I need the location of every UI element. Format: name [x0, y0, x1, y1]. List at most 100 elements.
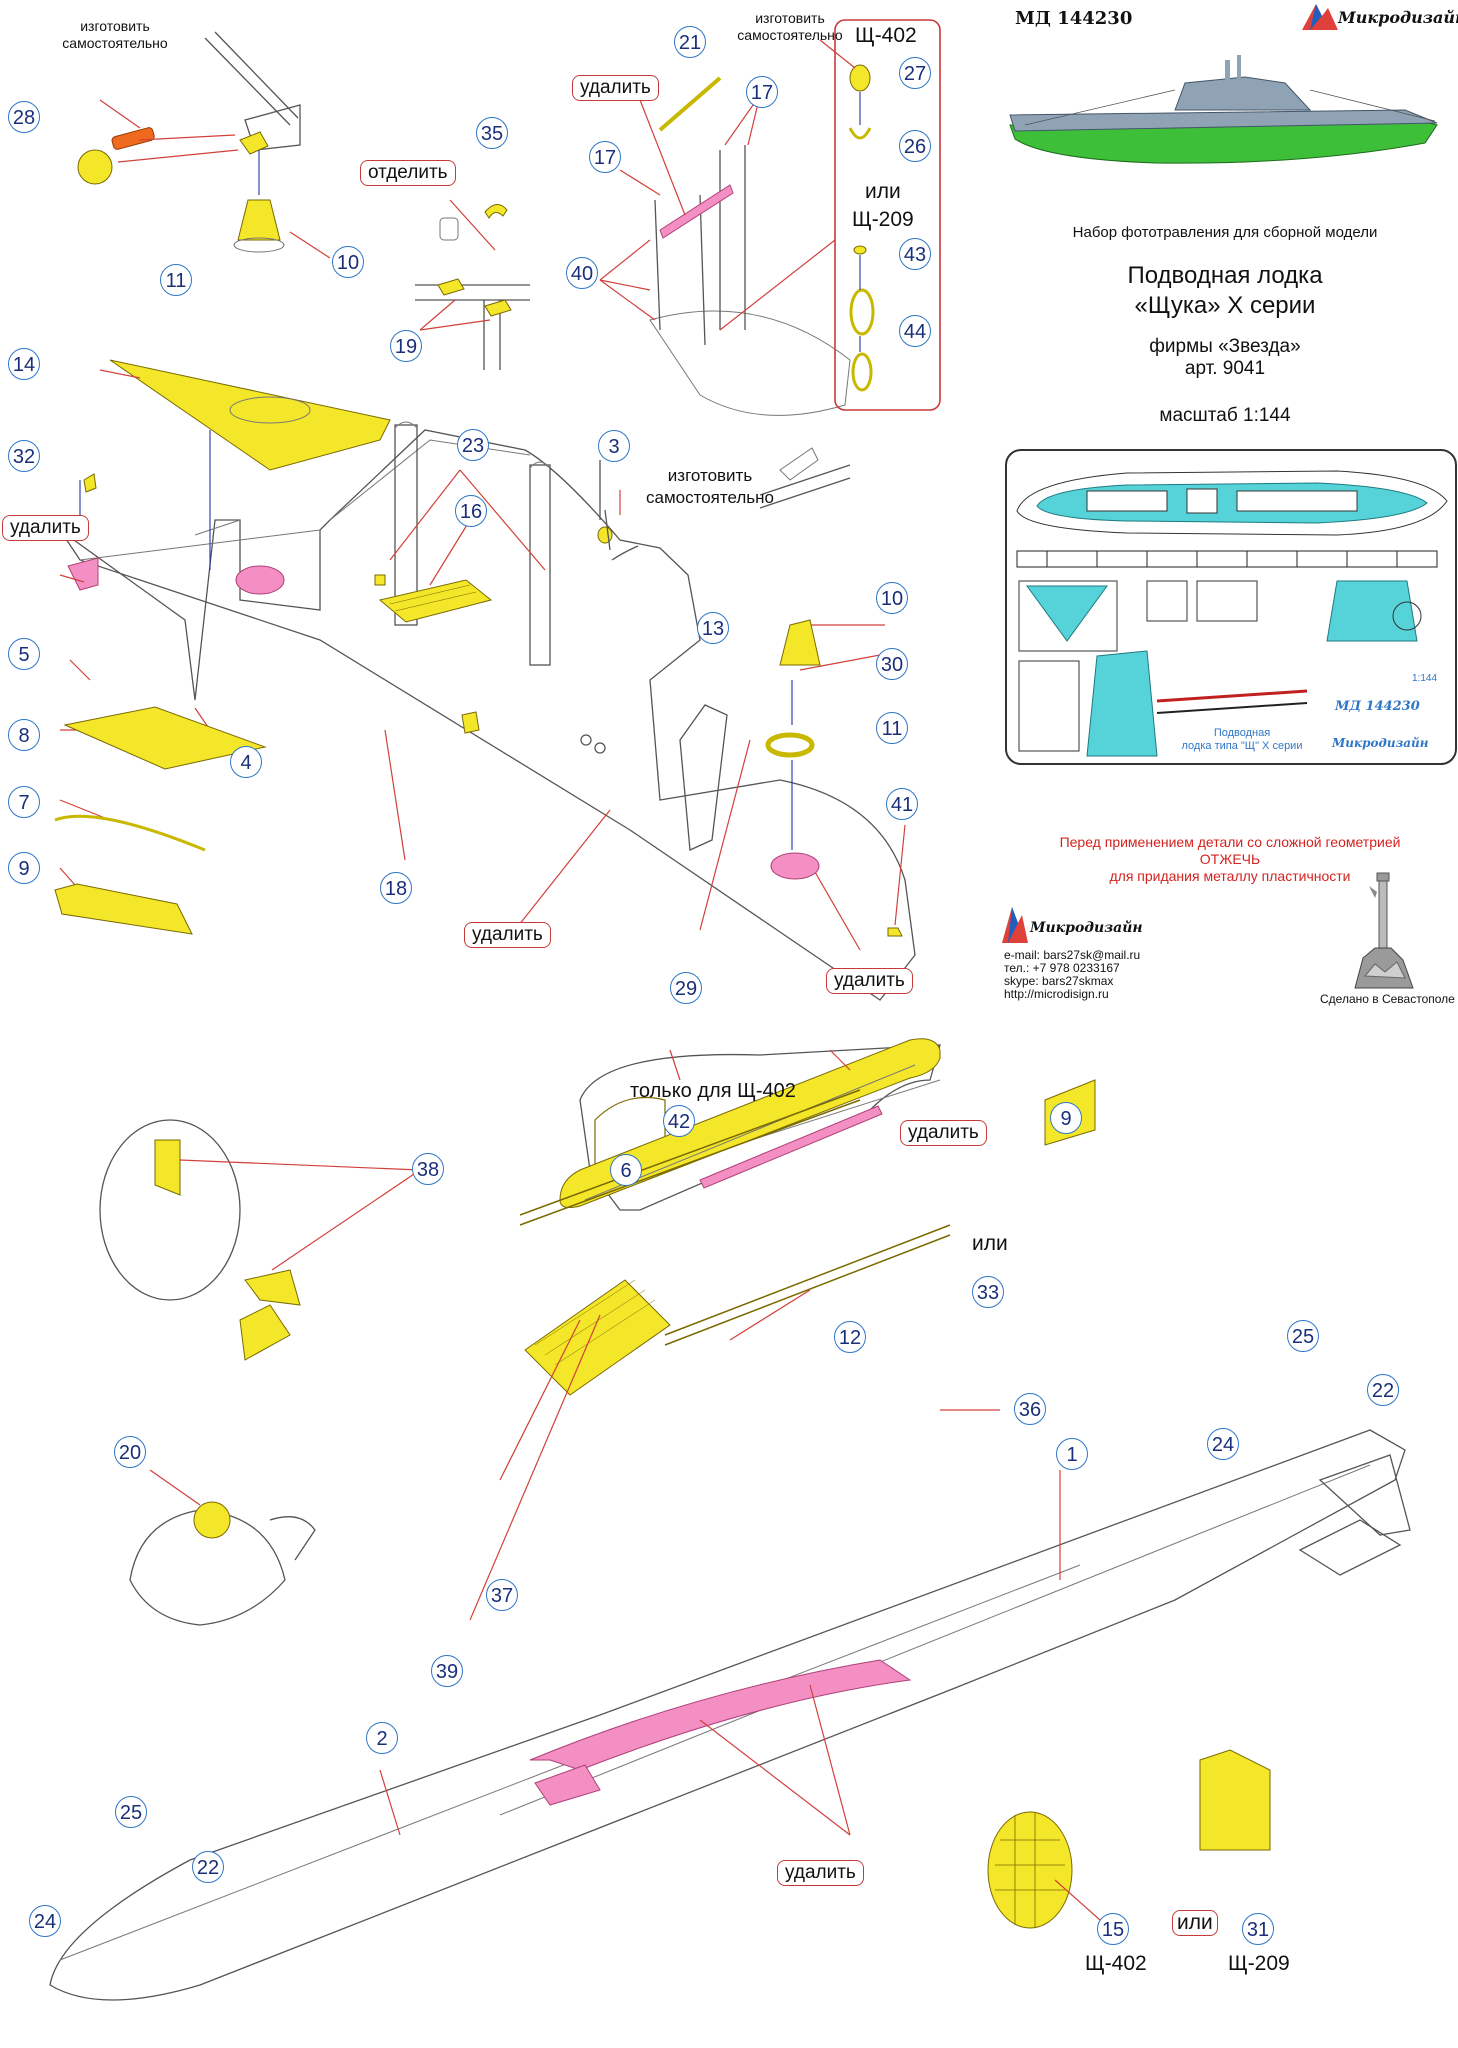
kit-maker: фирмы «Звезда» — [1149, 336, 1301, 357]
contacts-phone: тел.: +7 978 0233167 — [1004, 961, 1120, 975]
callout-26: 26 — [899, 130, 931, 162]
callout-21: 21 — [674, 26, 706, 58]
note-remove-3: удалить — [464, 922, 551, 948]
callout-20: 20 — [114, 1436, 146, 1468]
bridge-rails — [599, 19, 941, 416]
callout-8: 8 — [8, 719, 40, 751]
callout-39: 39 — [431, 1655, 463, 1687]
or-middle: или — [972, 1232, 1008, 1255]
callout-10b: 10 — [876, 582, 908, 614]
note-make-yourself-2: изготовить самостоятельно — [737, 10, 843, 43]
warning-line1: Перед применением детали со сложной геом… — [1059, 834, 1401, 850]
callout-22a: 22 — [1367, 1374, 1399, 1406]
sheet-brand: Микродизайн — [1332, 736, 1429, 750]
variant-sch-402-top: Щ-402 — [855, 24, 917, 47]
only-for-note: только для Щ-402 — [630, 1080, 796, 1102]
variant-sch-209-bottom: Щ-209 — [1228, 1952, 1290, 1975]
note-remove-2: удалить — [2, 515, 89, 541]
monument-image — [1345, 868, 1421, 995]
contacts-brand: Микродизайн — [1030, 920, 1143, 936]
sheet-caption-line2: лодка типа "Щ" X серии — [1181, 740, 1303, 752]
or-bottom: или — [1172, 1910, 1218, 1936]
callout-30: 30 — [876, 648, 908, 680]
callout-2: 2 — [366, 1722, 398, 1754]
periscope-detail — [415, 199, 530, 370]
kit-article: арт. 9041 — [1184, 358, 1266, 379]
callout-3: 3 — [598, 430, 630, 462]
callout-27: 27 — [899, 57, 931, 89]
callout-11b: 11 — [876, 712, 908, 744]
kit-description: Набор фототравления для сборной модели — [1072, 224, 1378, 241]
callout-16: 16 — [455, 495, 487, 527]
callout-22b: 22 — [192, 1851, 224, 1883]
callout-24b: 24 — [29, 1905, 61, 1937]
callout-17a: 17 — [589, 141, 621, 173]
sheet-caption-line1: Подводная — [1213, 727, 1271, 739]
callout-17b: 17 — [746, 76, 778, 108]
hatch-sketch — [99, 1119, 301, 1361]
conning-tower-assembly — [54, 359, 916, 1001]
kit-title-line2: «Щука» X серии — [1134, 292, 1316, 319]
variant-sch-209-top: Щ-209 — [852, 208, 914, 231]
callout-4: 4 — [230, 746, 262, 778]
warning-line2: ОТЖЕЧЬ — [1199, 851, 1261, 867]
callout-43: 43 — [899, 238, 931, 270]
callout-10a: 10 — [332, 246, 364, 278]
callout-15: 15 — [1097, 1913, 1129, 1945]
header-code: МД 144230 — [1015, 8, 1133, 29]
callout-11a: 11 — [160, 264, 192, 296]
callout-29: 29 — [670, 972, 702, 1004]
callout-38: 38 — [412, 1153, 444, 1185]
callout-32: 32 — [8, 440, 40, 472]
callout-7: 7 — [8, 786, 40, 818]
note-remove-6: удалить — [777, 1860, 864, 1886]
callout-23: 23 — [457, 429, 489, 461]
callout-19: 19 — [390, 330, 422, 362]
note-remove-4: удалить — [826, 968, 913, 994]
sheet-code: МД 144230 — [1335, 699, 1420, 714]
photo-etch-sheet: МД 144230 Подводная лодка типа "Щ" X сер… — [1005, 449, 1457, 765]
callout-42: 42 — [663, 1105, 695, 1137]
callout-1: 1 — [1056, 1438, 1088, 1470]
callout-28: 28 — [8, 101, 40, 133]
made-in: Сделано в Севастополе — [1320, 992, 1455, 1006]
contacts-email[interactable]: e-mail: bars27sk@mail.ru — [1004, 948, 1141, 962]
variant-sch-402-bottom: Щ-402 — [1085, 1952, 1147, 1975]
note-separate: отделить — [360, 160, 456, 186]
callout-36: 36 — [1014, 1393, 1046, 1425]
note-remove-1: удалить — [572, 75, 659, 101]
brand-logo — [1300, 2, 1340, 37]
callout-33: 33 — [972, 1276, 1004, 1308]
callout-6: 6 — [610, 1154, 642, 1186]
contacts-skype: skype: bars27skmax — [1004, 974, 1114, 988]
hatch-20 — [129, 1501, 316, 1626]
kit-title-line1: Подводная лодка — [1127, 262, 1323, 289]
callout-44: 44 — [899, 315, 931, 347]
kit-scale: масштаб 1:144 — [1159, 405, 1291, 426]
note-make-yourself-1: изготовить самостоятельно — [62, 18, 168, 51]
callout-12: 12 — [834, 1321, 866, 1353]
note-remove-5: удалить — [900, 1120, 987, 1146]
sheet-scale: 1:144 — [1412, 673, 1438, 684]
callout-31: 31 — [1242, 1913, 1274, 1945]
callout-5: 5 — [8, 638, 40, 670]
callout-9b: 9 — [1050, 1102, 1082, 1134]
callout-40: 40 — [566, 257, 598, 289]
or-top: или — [865, 180, 901, 203]
callout-18: 18 — [380, 872, 412, 904]
contacts-web[interactable]: http://microdisign.ru — [1004, 987, 1109, 1001]
note-make-yourself-3: изготовить самостоятельно — [646, 466, 774, 507]
submarine-profile — [1005, 55, 1445, 170]
contacts-logo — [1000, 905, 1030, 950]
hull-assembly — [49, 1038, 1411, 2001]
callout-25a: 25 — [1287, 1320, 1319, 1352]
callout-25b: 25 — [115, 1796, 147, 1828]
warning-line3: для придания металлу пластичности — [1109, 868, 1351, 884]
gun-assembly — [77, 31, 331, 259]
callout-14: 14 — [8, 348, 40, 380]
callout-37: 37 — [486, 1579, 518, 1611]
callout-9a: 9 — [8, 852, 40, 884]
header-brand: Микродизайн — [1338, 8, 1458, 27]
callout-24a: 24 — [1207, 1428, 1239, 1460]
